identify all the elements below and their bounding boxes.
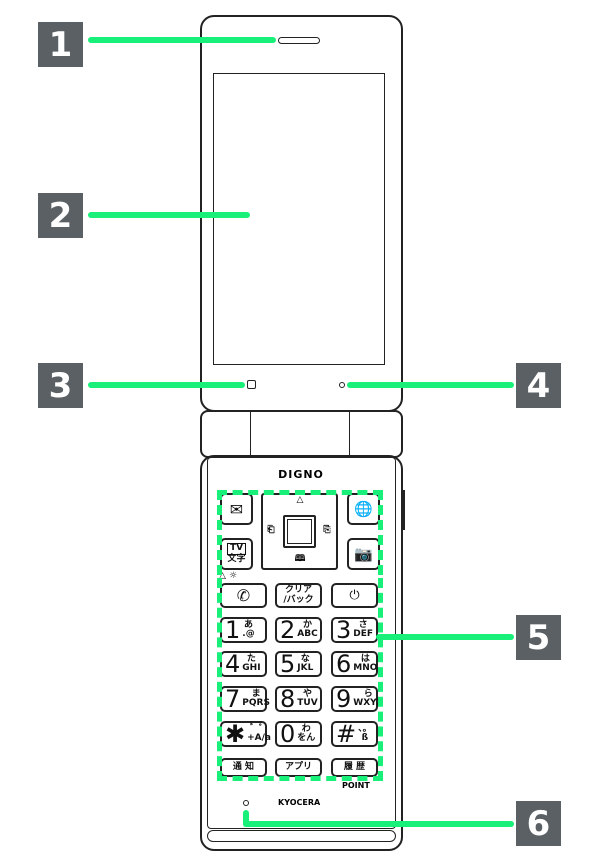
light-sensor xyxy=(339,382,345,388)
power-icon: ⏻ xyxy=(349,588,360,603)
point-label: POINT xyxy=(342,781,370,790)
tv-key-caption: △ ☼ xyxy=(219,571,238,581)
digit-label: 7 xyxy=(225,685,241,713)
callout-line-6a xyxy=(243,810,249,827)
maker-logo: KYOCERA xyxy=(278,798,321,807)
history-label: 履 歴 xyxy=(343,761,366,772)
digit-label: 3 xyxy=(336,616,352,644)
keypad-panel xyxy=(207,457,396,829)
callout-line-2 xyxy=(88,212,250,218)
display-screen xyxy=(213,73,385,365)
dpad-center-key[interactable] xyxy=(283,515,316,548)
callout-4: 4 xyxy=(516,363,561,408)
kana-label: た xyxy=(246,653,256,664)
key-highlight-top xyxy=(217,490,383,575)
mail-icon: ✉ xyxy=(229,499,244,519)
end-power-key[interactable]: ⏻ xyxy=(331,583,378,608)
callout-5: 5 xyxy=(516,615,561,660)
digit-label: 9 xyxy=(336,685,352,713)
kana-label: ら xyxy=(363,688,373,699)
dpad-down-icon[interactable]: 🕮 xyxy=(294,554,306,564)
callout-line-6b xyxy=(243,821,514,827)
kana-label: か xyxy=(302,619,312,630)
camera-icon: 📷 xyxy=(354,545,373,563)
hinge xyxy=(200,410,403,458)
alpha-label: PQRS xyxy=(242,698,270,708)
web-key[interactable]: 🌐 xyxy=(347,493,380,525)
callout-line-4 xyxy=(347,382,514,388)
call-key[interactable]: ✆ xyxy=(220,583,267,608)
clear-label: クリア xyxy=(284,584,312,595)
digit-label: 4 xyxy=(225,650,241,678)
digit-label: 5 xyxy=(280,650,296,678)
tv-icon: TV xyxy=(226,543,247,555)
digit-label: 6 xyxy=(336,650,352,678)
digit-label: 1 xyxy=(225,616,241,644)
alpha-label: をん xyxy=(297,733,316,743)
alpha-label: WXYZ xyxy=(353,698,384,708)
digit-label: 8 xyxy=(280,685,296,713)
alpha-label: .@ xyxy=(242,629,255,639)
callout-line-5 xyxy=(376,634,514,640)
dpad-left-icon[interactable]: ⎗ xyxy=(267,525,275,535)
clear-back-key[interactable]: クリア /バック xyxy=(275,583,322,608)
kana-label: 、。 xyxy=(358,723,372,734)
digit-label: # xyxy=(336,720,357,748)
kana-label: わ xyxy=(301,723,311,734)
side-button[interactable] xyxy=(401,490,405,530)
back-label: /バック xyxy=(283,594,314,605)
dpad-up-icon[interactable]: △ xyxy=(296,495,304,505)
callout-6: 6 xyxy=(516,801,561,846)
alpha-label: DEF xyxy=(353,629,374,639)
kana-label: は xyxy=(360,653,370,664)
alpha-label: JKL xyxy=(297,663,314,673)
digit-label: ✱ xyxy=(225,720,246,748)
digit-key-11[interactable]: #、。ß xyxy=(331,721,378,747)
callout-line-3 xyxy=(88,382,245,388)
digit-label: 0 xyxy=(280,720,296,748)
proximity-sensor xyxy=(247,380,256,389)
kana-label: ま xyxy=(251,688,261,699)
kana-label: さ xyxy=(358,619,368,630)
alpha-label: TUV xyxy=(297,698,318,708)
tv-key-sub: 文字 xyxy=(227,554,246,564)
microphone xyxy=(243,800,249,806)
brand-logo: DIGNO xyxy=(278,468,324,481)
alpha-label: MNO xyxy=(353,663,378,673)
globe-icon: 🌐 xyxy=(354,500,373,518)
kana-label: ゛゜ xyxy=(250,723,269,734)
callout-1: 1 xyxy=(38,22,83,67)
kana-label: あ xyxy=(243,619,253,630)
kana-label: や xyxy=(302,688,312,699)
alpha-label: +A/a xyxy=(247,733,271,743)
bottom-slot xyxy=(207,830,396,842)
digit-key-9[interactable]: ✱ ゛゜+A/a xyxy=(220,720,271,748)
alpha-label: GHI xyxy=(242,663,261,673)
digit-label: 2 xyxy=(280,616,296,644)
callout-2: 2 xyxy=(38,193,83,238)
notify-label: 通 知 xyxy=(232,761,255,772)
alpha-label: ABC xyxy=(297,629,318,639)
alpha-label: ß xyxy=(361,733,369,743)
earpiece-speaker xyxy=(278,37,320,44)
dpad-right-icon[interactable]: ⎘ xyxy=(323,525,331,535)
phone-icon: ✆ xyxy=(236,586,251,605)
key-highlight-keypad xyxy=(217,578,383,781)
callout-3: 3 xyxy=(38,363,83,408)
callout-line-1 xyxy=(88,37,276,43)
kana-label: な xyxy=(300,653,310,664)
apps-label: アプリ xyxy=(284,761,312,772)
camera-key[interactable]: 📷 xyxy=(347,538,380,570)
hinge-center xyxy=(250,410,350,457)
